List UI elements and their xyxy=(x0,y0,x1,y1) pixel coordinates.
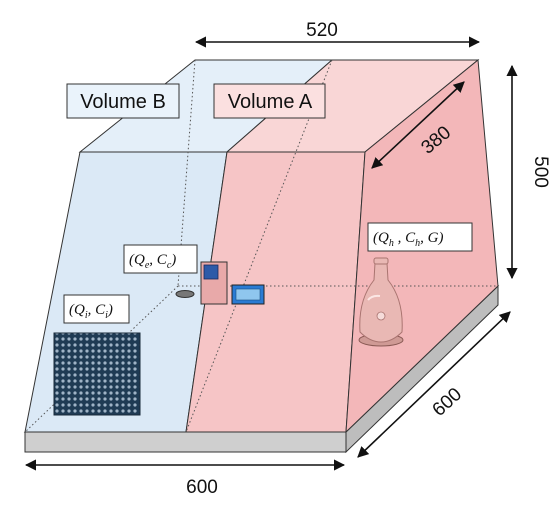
dim-arrow-depth-base xyxy=(357,311,511,458)
volume-a-label: Volume A xyxy=(213,83,326,119)
svg-text:(Qi, Ci): (Qi, Ci) xyxy=(69,302,113,321)
vent-icon xyxy=(175,290,195,298)
dim-arrow-depth-top xyxy=(371,81,465,169)
base-front-face xyxy=(24,431,347,453)
svg-text:Volume B: Volume B xyxy=(80,91,166,113)
floor-grille-icon xyxy=(53,332,141,416)
label-exchange: (Qe, Cc) xyxy=(123,244,198,274)
label-source: (Qh , Ch, G) xyxy=(367,222,473,252)
dim-label-top-width: 520 xyxy=(306,20,338,41)
dimension-arrows xyxy=(24,36,518,471)
dim-label-height: 500 xyxy=(530,156,550,188)
dim-label-width-base: 600 xyxy=(186,477,218,498)
monitor-icon xyxy=(231,284,265,305)
dim-label-depth-base: 600 xyxy=(429,384,467,421)
volume-b-label: Volume B xyxy=(66,83,180,119)
door-icon xyxy=(200,261,228,305)
svg-text:Volume A: Volume A xyxy=(228,91,313,113)
svg-text:(Qe, Cc): (Qe, Cc) xyxy=(129,252,176,271)
label-interior: (Qi, Ci) xyxy=(63,294,130,324)
